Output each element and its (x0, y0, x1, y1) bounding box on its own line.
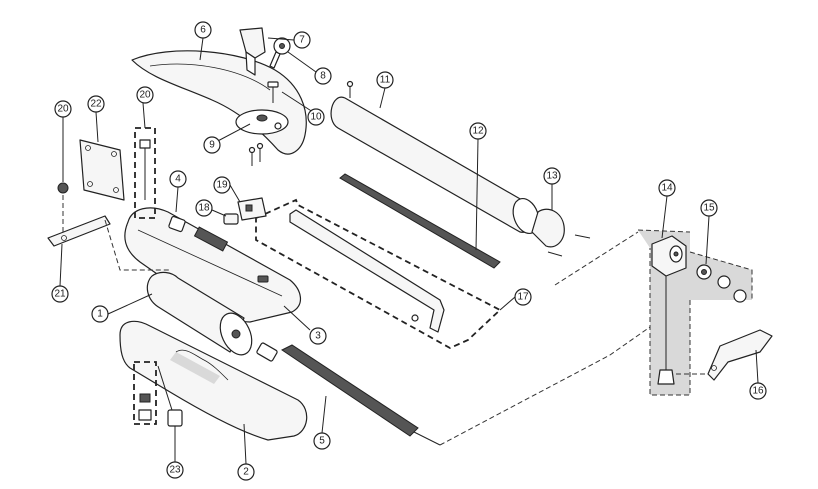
part-10-screw (267, 81, 279, 103)
part-18-switch (223, 213, 239, 225)
svg-text:4: 4 (175, 174, 181, 185)
part-7-release-bracket (239, 27, 266, 76)
svg-text:14: 14 (661, 183, 673, 194)
svg-text:16: 16 (752, 386, 764, 397)
svg-text:3: 3 (315, 331, 321, 342)
part-17-rod-assembly (255, 198, 502, 350)
svg-text:17: 17 (517, 292, 529, 303)
part-21-bracket (47, 195, 170, 271)
leader-lines (59, 37, 759, 465)
callout-20-left: 20 (54, 100, 72, 118)
callout-6: 6 (194, 21, 212, 39)
part-12-strip (339, 173, 501, 269)
svg-text:1: 1 (97, 309, 103, 320)
part-9-cover-screws (248, 142, 264, 166)
callout-8: 8 (314, 67, 332, 85)
callout-19: 19 (213, 176, 231, 194)
callout-20-upper: 20 (136, 86, 154, 104)
svg-text:8: 8 (320, 71, 326, 82)
part-20-lower-bolt (133, 361, 157, 425)
svg-text:21: 21 (54, 289, 66, 300)
callout-15: 15 (700, 199, 718, 217)
svg-text:22: 22 (90, 99, 102, 110)
part-20-upper-bolt (134, 127, 156, 219)
svg-text:9: 9 (209, 140, 215, 151)
callout-9: 9 (203, 136, 221, 154)
svg-text:18: 18 (198, 203, 210, 214)
svg-text:11: 11 (380, 75, 391, 86)
callout-12: 12 (469, 122, 487, 140)
callout-22: 22 (87, 95, 105, 113)
part-2-lower-housing (119, 320, 308, 441)
callout-7: 7 (293, 31, 311, 49)
part-3-upper-housing (124, 207, 301, 323)
svg-text:5: 5 (319, 436, 325, 447)
callout-4: 4 (169, 170, 187, 188)
svg-text:19: 19 (216, 180, 228, 191)
svg-text:20: 20 (139, 90, 151, 101)
part-11-tube-cover (330, 80, 540, 235)
callout-1: 1 (91, 305, 109, 323)
part-22-mounting-plate (79, 139, 125, 201)
svg-text:13: 13 (546, 171, 558, 182)
callout-23: 23 (166, 461, 184, 479)
part-6-top-cover (131, 50, 307, 155)
svg-text:15: 15 (703, 203, 715, 214)
svg-text:7: 7 (299, 35, 305, 46)
part-15-washers (696, 264, 747, 303)
callout-10: 10 (307, 108, 325, 126)
part-13-end-cap (531, 208, 591, 257)
callout-14: 14 (658, 179, 676, 197)
callouts: 1 2 3 4 5 6 7 8 9 10 11 12 13 14 15 16 1… (51, 21, 767, 481)
svg-text:10: 10 (310, 112, 322, 123)
callout-21: 21 (51, 285, 69, 303)
part-1-motor (146, 271, 253, 356)
svg-text:20: 20 (57, 104, 69, 115)
terminal-block (193, 226, 229, 252)
svg-text:6: 6 (200, 25, 206, 36)
callout-5: 5 (313, 432, 331, 450)
callout-11: 11 (376, 71, 394, 89)
callout-13: 13 (543, 167, 561, 185)
callout-17: 17 (514, 288, 532, 306)
callout-2: 2 (237, 463, 255, 481)
svg-text:12: 12 (472, 126, 484, 137)
callout-16: 16 (749, 382, 767, 400)
part-19-bracket (237, 197, 267, 221)
part-20-nut-left (57, 182, 69, 194)
part-16-rear-bracket (676, 329, 773, 381)
part-5-spindle (256, 319, 661, 446)
part-8-release-key (269, 37, 291, 69)
svg-text:2: 2 (243, 467, 249, 478)
callout-18: 18 (195, 199, 213, 217)
svg-text:23: 23 (169, 465, 181, 476)
part-14-pivot (651, 235, 687, 385)
callout-3: 3 (309, 327, 327, 345)
